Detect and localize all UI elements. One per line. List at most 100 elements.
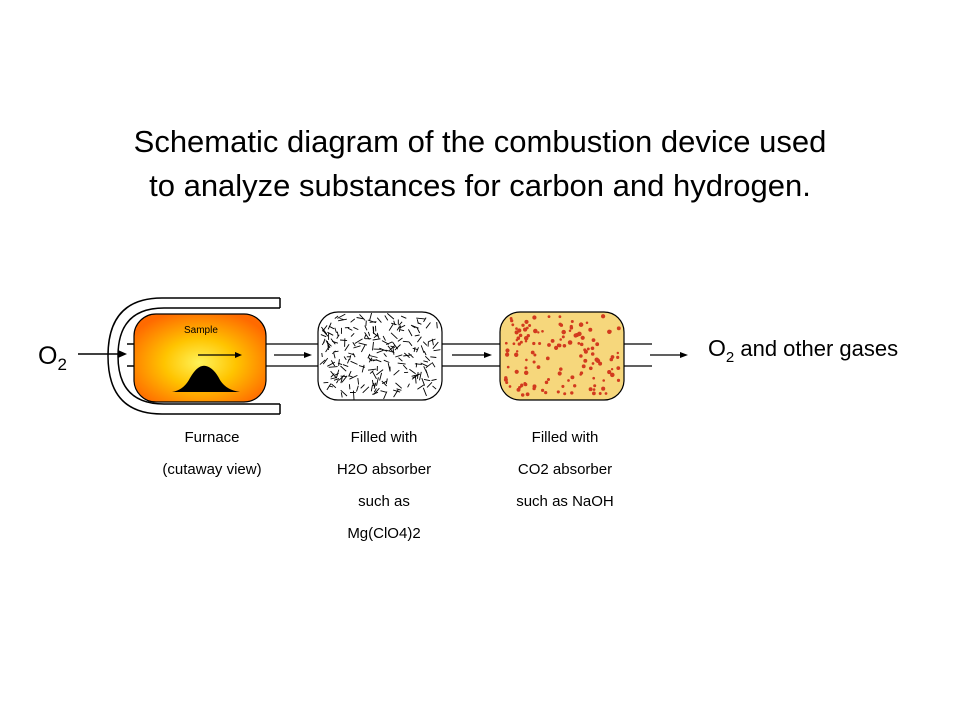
co2-granule — [573, 384, 577, 388]
h2o-granule — [409, 368, 416, 375]
h2o-granule — [373, 388, 377, 393]
sample-label: Sample — [184, 325, 218, 336]
h2o-granule — [425, 369, 429, 378]
h2o-granule — [426, 381, 433, 388]
h2o-granule — [393, 369, 400, 376]
co2-granule — [561, 329, 566, 335]
h2o-granule — [420, 362, 428, 367]
h2o-granule — [350, 332, 355, 337]
h2o-granule — [340, 389, 348, 397]
h2o-granule — [381, 380, 387, 384]
h2o-granule — [431, 378, 437, 381]
h2o-granule — [350, 318, 356, 323]
co2-granule — [524, 319, 529, 324]
h2o-granule — [347, 358, 350, 364]
h2o-granule — [423, 351, 427, 356]
h2o-granule — [364, 325, 368, 331]
h2o-granule — [376, 377, 379, 386]
co2-granule — [593, 384, 597, 388]
co2-granule — [579, 342, 584, 347]
h2o-granule — [422, 387, 427, 397]
h2o-granule — [338, 374, 345, 381]
h2o-granule — [381, 380, 388, 387]
h2o-granule — [352, 390, 355, 400]
co2-granule — [579, 354, 583, 358]
co2-granule — [559, 367, 563, 371]
h2o-granule — [423, 317, 427, 323]
title-line-2: to analyze substances for carbon and hyd… — [149, 168, 811, 203]
h2o-granule — [397, 337, 403, 342]
co2-granule — [533, 328, 538, 334]
co2-granule — [517, 328, 522, 333]
h2o-granule — [371, 379, 374, 387]
h2o-granule — [367, 331, 371, 336]
co2-granule — [604, 392, 608, 395]
co2-granule — [540, 388, 545, 393]
h2o-granule — [373, 382, 377, 389]
h2o-granule — [336, 334, 340, 339]
co2-granule — [556, 390, 560, 394]
h2o-granule — [395, 354, 403, 358]
h2o-granule — [321, 341, 325, 346]
h2o-granule — [411, 374, 419, 380]
co2-granule — [586, 347, 590, 351]
h2o-granule — [394, 344, 401, 351]
h2o-granule — [399, 324, 406, 329]
h2o-granule — [416, 347, 419, 353]
h2o-granule — [349, 374, 358, 380]
outlet-gas-label: O2 and other gases — [708, 335, 898, 366]
co2-granule — [504, 341, 508, 345]
h2o-granule — [423, 378, 431, 382]
co2-granule — [525, 392, 530, 397]
h2o-granule — [327, 331, 334, 336]
co2-granule — [562, 344, 567, 348]
co2-granule — [583, 348, 587, 352]
h2o-granule — [392, 346, 395, 355]
furnace-caption-line: (cutaway view) — [162, 461, 261, 478]
h2o-absorber-granules — [319, 312, 441, 400]
co2-granule — [557, 371, 562, 376]
h2o-granule — [360, 384, 365, 389]
h2o-granule — [337, 362, 343, 366]
h2o-granule — [368, 357, 373, 362]
h2o-granule — [330, 338, 336, 345]
h2o-granule — [399, 329, 405, 332]
h2o-granule — [335, 369, 340, 379]
h2o-granule — [325, 339, 331, 349]
h2o-granule — [430, 356, 437, 358]
co2-granule — [608, 329, 612, 334]
co2-granule — [541, 329, 544, 333]
h2o-granule — [321, 352, 323, 358]
co2-granule — [567, 379, 570, 382]
co2-granule — [616, 378, 621, 382]
h2o-caption-line: Filled with — [351, 429, 418, 446]
co2-granule — [610, 355, 615, 359]
h2o-granule — [417, 336, 422, 343]
co2-granule — [545, 356, 550, 361]
co2-granule — [547, 378, 550, 381]
co2-granule — [595, 342, 600, 347]
co2-granule — [525, 358, 528, 362]
h2o-granule — [352, 341, 356, 347]
co2-granule — [561, 335, 565, 339]
co2-granule — [610, 368, 614, 371]
h2o-granule — [369, 355, 378, 358]
h2o-granule — [330, 373, 335, 378]
co2-granule — [598, 392, 602, 395]
h2o-granule — [408, 341, 413, 347]
inlet-arrow — [78, 350, 127, 358]
co2-granule — [579, 371, 584, 375]
h2o-granule — [356, 385, 359, 392]
h2o-granule — [348, 384, 351, 390]
co2-granule — [581, 364, 586, 369]
h2o-granule — [388, 345, 395, 351]
co2-granule — [547, 343, 551, 347]
h2o-granule — [383, 391, 388, 400]
co2-granule — [544, 390, 548, 395]
h2o-granule — [347, 327, 353, 331]
h2o-granule — [372, 338, 381, 341]
co2-granule — [533, 353, 537, 357]
co2-caption-line: CO2 absorber — [518, 461, 612, 478]
h2o-granule — [369, 370, 374, 374]
